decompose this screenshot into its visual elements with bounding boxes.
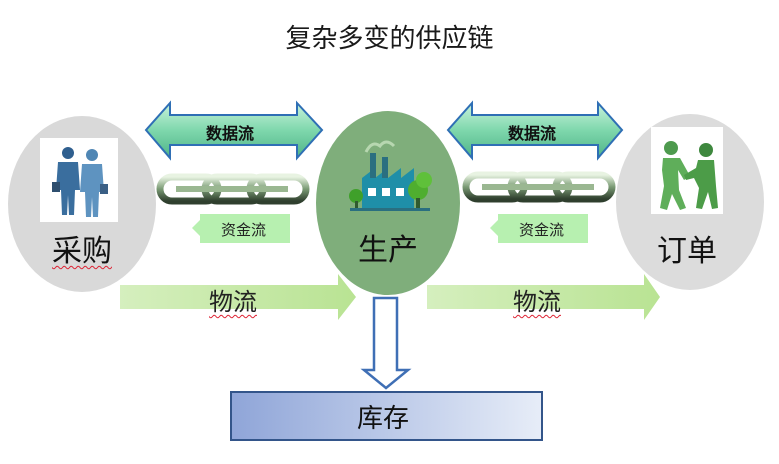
cash-flow-box-left (200, 214, 290, 243)
cash-flow-arrowhead-right (490, 220, 498, 236)
handshake-icon (651, 127, 723, 214)
diagram-title: 复杂多变的供应链 (285, 24, 494, 54)
chain-icon (462, 171, 616, 203)
production-label: 生产 (358, 233, 418, 268)
inventory-label: 库存 (357, 404, 410, 434)
chain-icon (156, 173, 310, 205)
data-flow-label-left: 数据流 (206, 124, 255, 143)
logistics-arrow-left (120, 274, 356, 320)
logistics-arrow-right (427, 274, 660, 320)
data-flow-arrow-right (446, 100, 624, 161)
business-people-icon (40, 138, 118, 222)
logistics-label-left: 物流 (209, 288, 257, 316)
logistics-label-right: 物流 (513, 288, 561, 316)
order-label: 订单 (657, 234, 717, 269)
data-flow-label-right: 数据流 (508, 124, 557, 143)
inventory-box (230, 391, 543, 441)
cash-flow-arrowhead-left (192, 220, 200, 236)
procurement-label: 采购 (52, 234, 112, 269)
cash-flow-box-right (498, 214, 588, 243)
data-flow-arrow-left (144, 100, 324, 161)
cash-flow-label-right: 资金流 (519, 221, 565, 239)
down-arrow (360, 296, 412, 390)
factory-icon (349, 140, 432, 211)
cash-flow-label-left: 资金流 (221, 221, 267, 239)
